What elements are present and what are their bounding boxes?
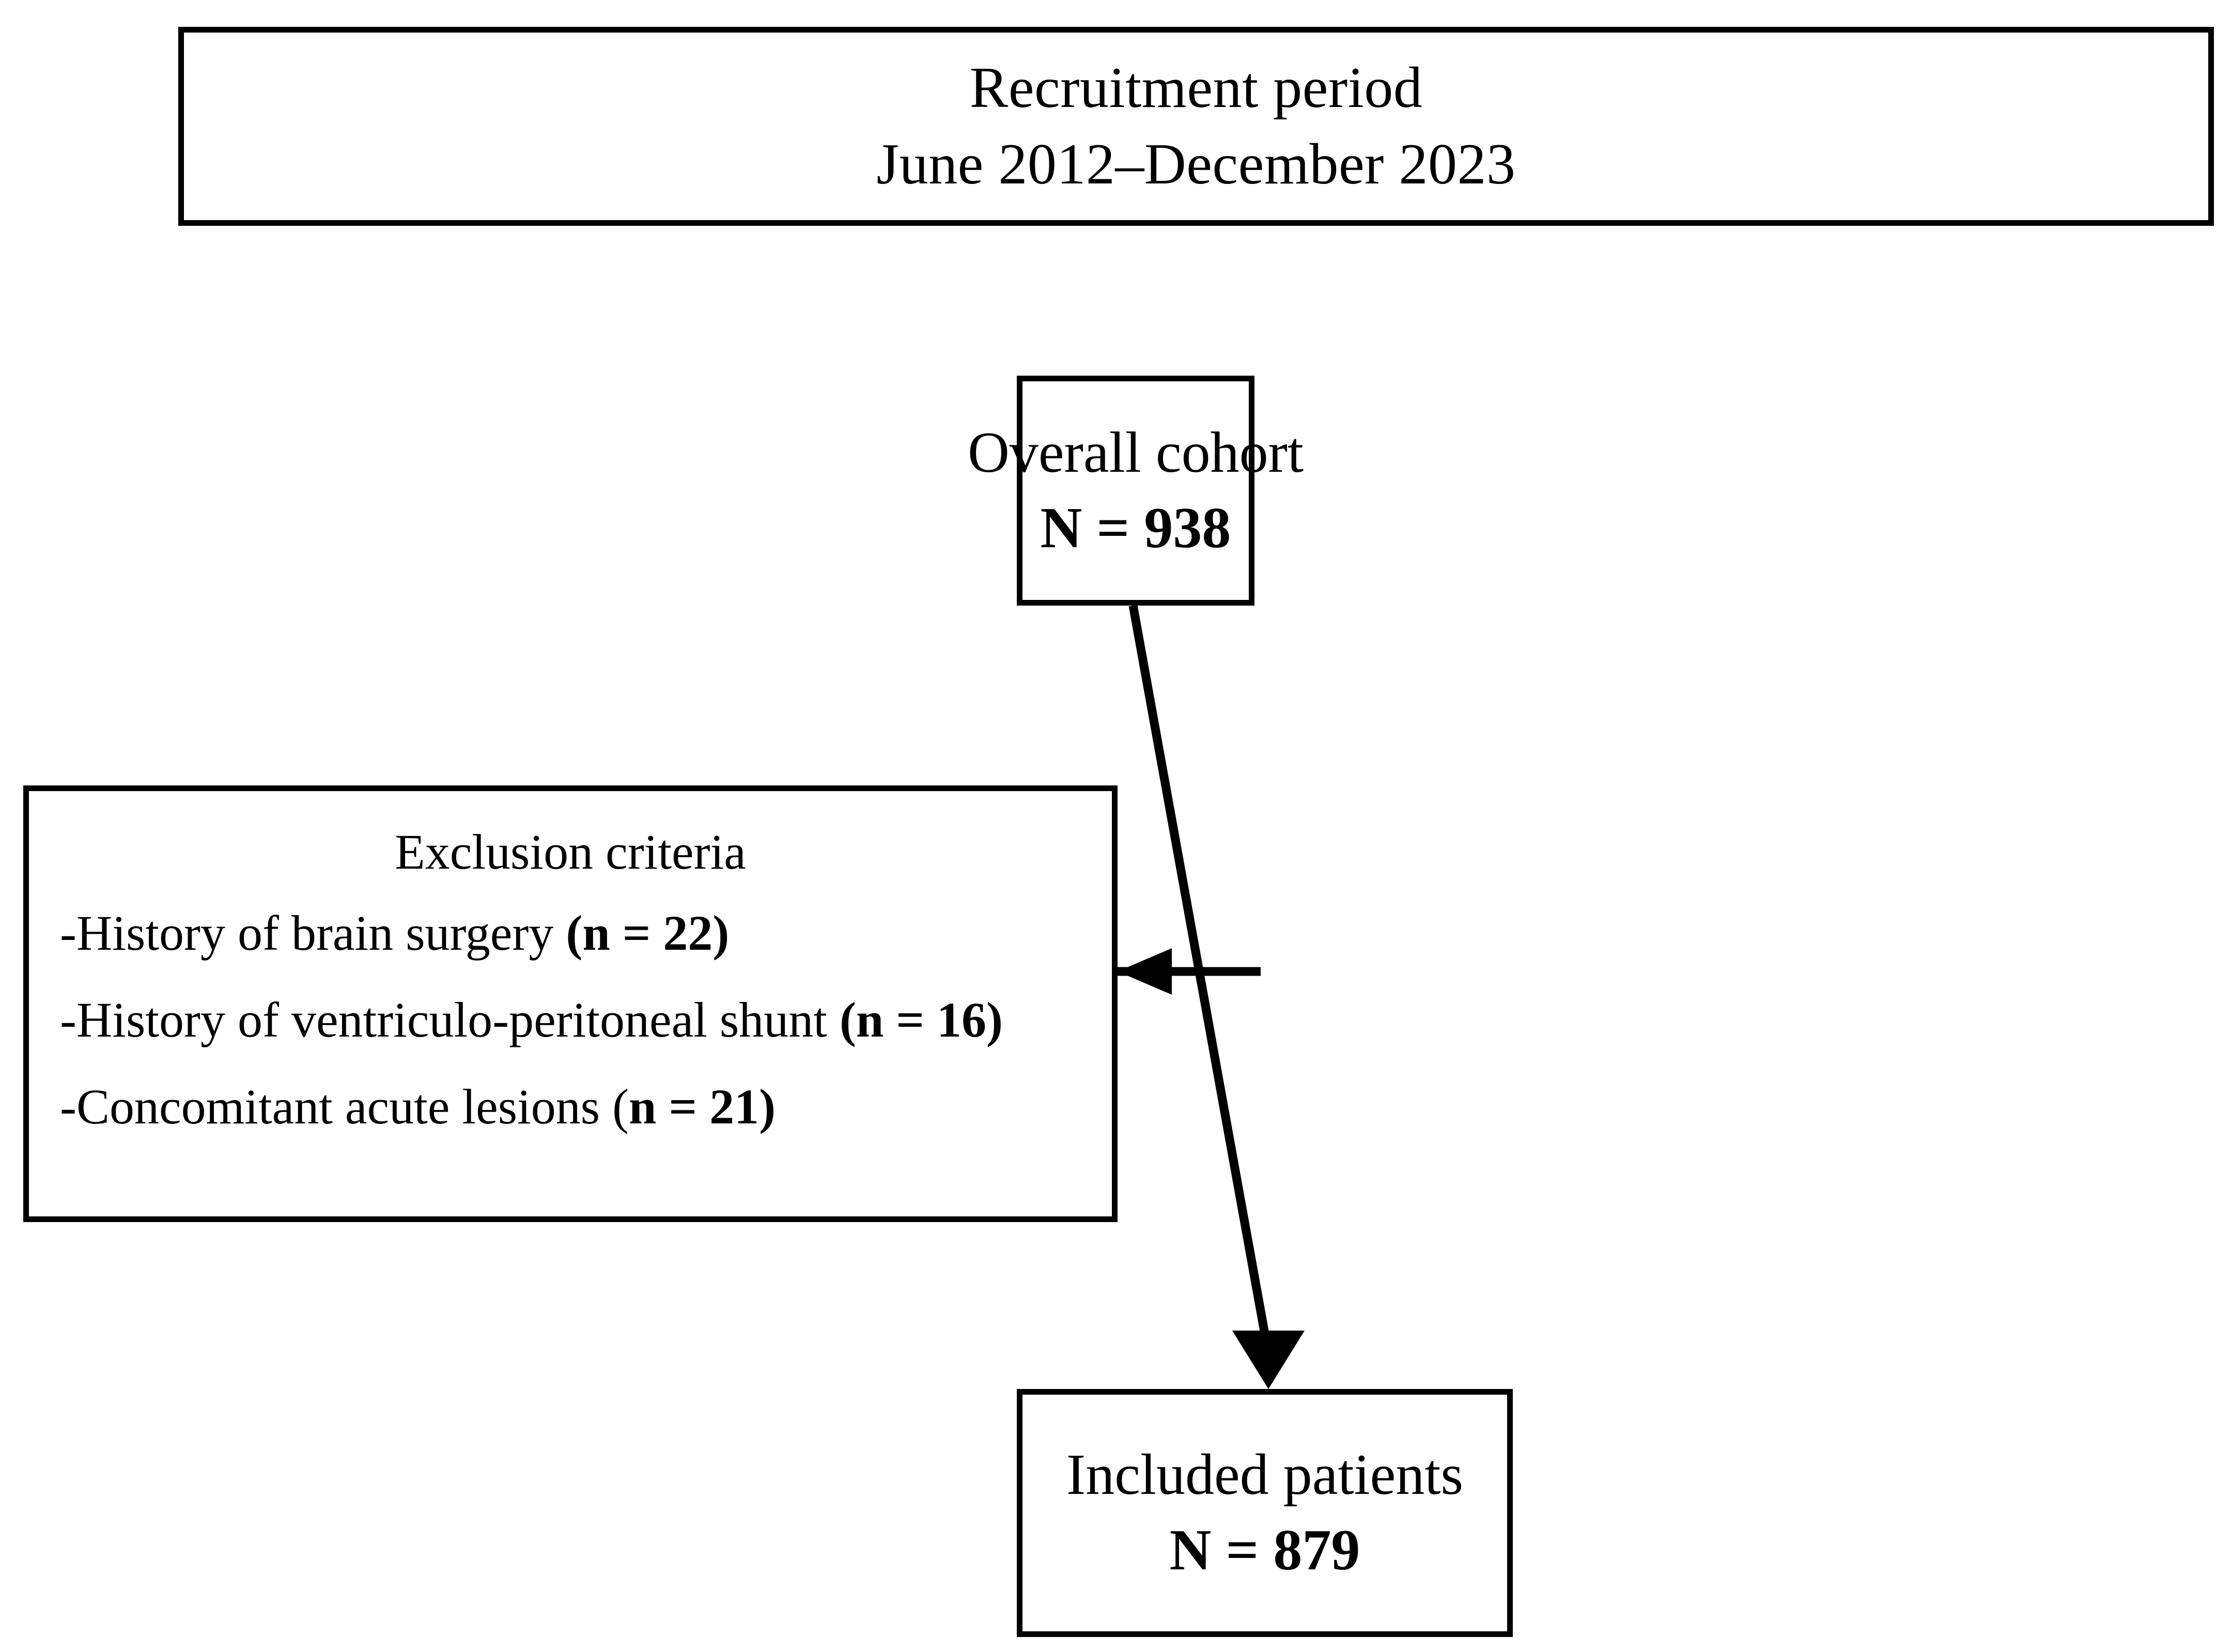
node-overall-cohort: Overall cohort N = 938 xyxy=(968,376,1304,606)
node-exclusion-criteria: Exclusion criteria -History of brain sur… xyxy=(23,785,1118,1222)
exclusion-item-text: -Concomitant acute lesions xyxy=(60,1079,613,1135)
included-patients-label: Included patients xyxy=(1066,1443,1464,1507)
exclusion-item-count: (n = 22) xyxy=(566,905,730,961)
exclusion-item: -Concomitant acute lesions (n = 21) xyxy=(60,1082,1112,1132)
exclusion-criteria-title: Exclusion criteria xyxy=(395,824,746,879)
exclusion-item-text: -History of ventriculo-peritoneal shunt xyxy=(60,992,840,1048)
included-patients-count: N = 879 xyxy=(1169,1518,1360,1582)
exclusion-item-open-paren: ( xyxy=(612,1079,629,1135)
exclusion-item: -History of brain surgery (n = 22) xyxy=(60,908,1112,958)
recruitment-title: Recruitment period xyxy=(969,55,1423,120)
exclusion-item-text: -History of brain surgery xyxy=(60,905,566,961)
exclusion-item-count: n = 21) xyxy=(629,1079,776,1135)
overall-cohort-label: Overall cohort xyxy=(968,420,1304,485)
node-recruitment-period: Recruitment period June 2012–December 20… xyxy=(178,27,2214,226)
overall-cohort-count: N = 938 xyxy=(1040,496,1231,560)
exclusion-item: -History of ventriculo-peritoneal shunt … xyxy=(60,995,1112,1045)
exclusion-item-count: (n = 16) xyxy=(839,992,1003,1048)
exclusion-criteria-list: -History of brain surgery (n = 22) -Hist… xyxy=(29,908,1112,1132)
arrowhead-left-icon xyxy=(1118,948,1172,995)
recruitment-daterange: June 2012–December 2023 xyxy=(876,132,1516,196)
node-included-patients: Included patients N = 879 xyxy=(1017,1389,1513,1637)
arrow-cohort-to-included-line xyxy=(1128,605,1273,1355)
arrowhead-down-icon xyxy=(1232,1331,1305,1389)
